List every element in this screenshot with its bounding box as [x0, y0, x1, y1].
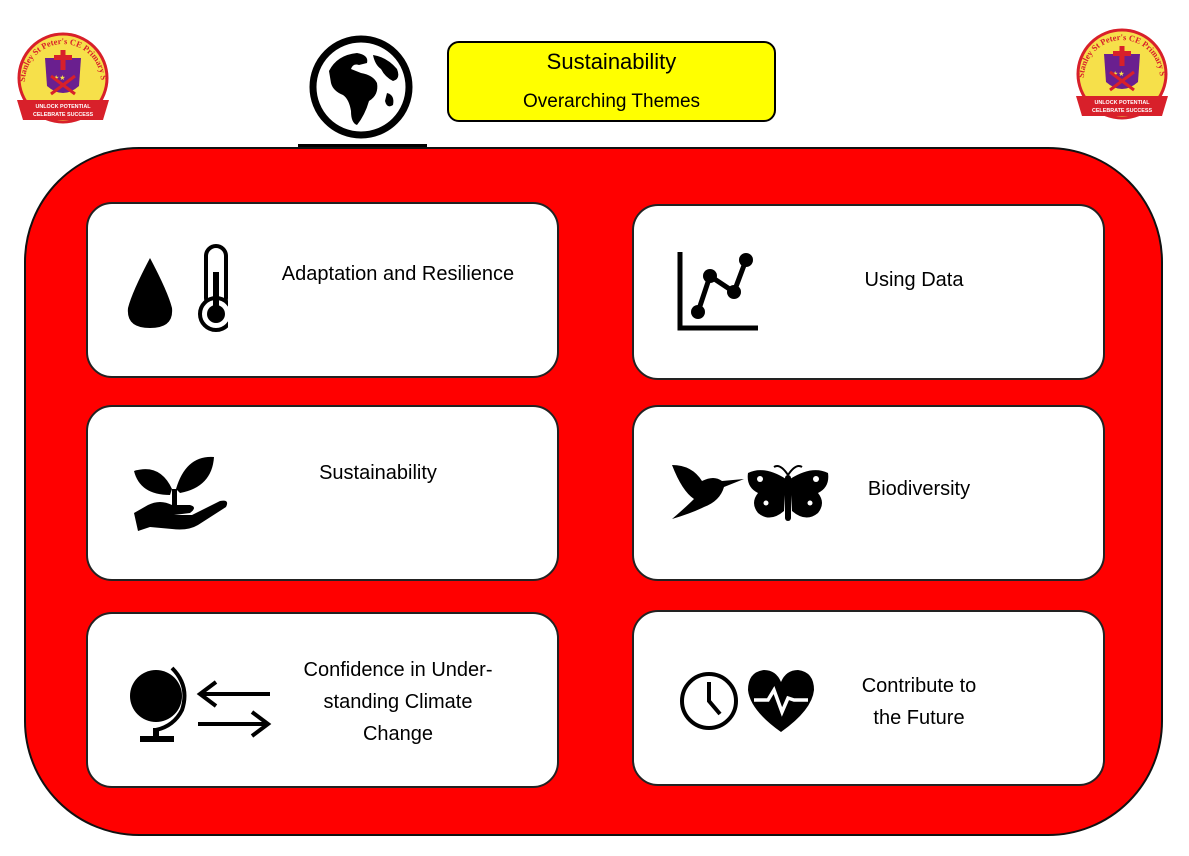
page-title: Sustainability: [546, 49, 677, 74]
exchange-arrows-icon: [196, 680, 272, 738]
theme-card-using-data: Using Data: [632, 204, 1105, 380]
theme-card-sustainability: Sustainability: [86, 405, 559, 581]
butterfly-icon: [747, 465, 829, 521]
thermometer-icon: [198, 244, 238, 334]
heartbeat-icon: [748, 670, 814, 732]
svg-text:★★: ★★: [1112, 70, 1125, 78]
svg-text:CELEBRATE SUCCESS: CELEBRATE SUCCESS: [1092, 108, 1153, 114]
svg-text:CELEBRATE SUCCESS: CELEBRATE SUCCESS: [33, 112, 94, 118]
earth-globe-icon: [309, 35, 413, 139]
theme-label: Adaptation and Resilience: [281, 263, 515, 285]
line-graph-icon: [677, 252, 758, 331]
theme-card-contribute-future: Contribute to the Future: [632, 610, 1105, 786]
theme-card-climate-change: Confidence in Under- standing Climate Ch…: [86, 612, 559, 788]
page-subtitle: Overarching Themes: [522, 91, 701, 112]
title-box: Sustainability Overarching Themes: [447, 41, 776, 122]
theme-label: Sustainability: [319, 462, 437, 484]
theme-label: Biodiversity: [867, 478, 971, 500]
svg-text:UNLOCK POTENTIAL: UNLOCK POTENTIAL: [1094, 100, 1150, 106]
theme-label: Contribute to the Future: [861, 675, 977, 729]
plant-in-hand-icon: [134, 456, 228, 531]
clock-icon: [680, 672, 738, 730]
water-drop-icon: [127, 258, 173, 328]
school-crest-right-icon: Stanley St Peter's CE Primary School ★★ …: [1072, 20, 1168, 120]
theme-card-biodiversity: Biodiversity: [632, 405, 1105, 581]
theme-label: Using Data: [864, 269, 964, 291]
theme-card-adaptation: Adaptation and Resilience: [86, 202, 559, 378]
desk-globe-icon: [130, 666, 187, 742]
school-crest-left-icon: Stanley St Peter's CE Primary School ★★ …: [13, 24, 109, 124]
hummingbird-icon: [672, 465, 744, 519]
theme-label: Confidence in Under- standing Climate Ch…: [303, 659, 493, 745]
svg-text:★★: ★★: [53, 74, 66, 82]
svg-text:UNLOCK POTENTIAL: UNLOCK POTENTIAL: [35, 104, 91, 110]
globe-underline: [298, 144, 427, 147]
